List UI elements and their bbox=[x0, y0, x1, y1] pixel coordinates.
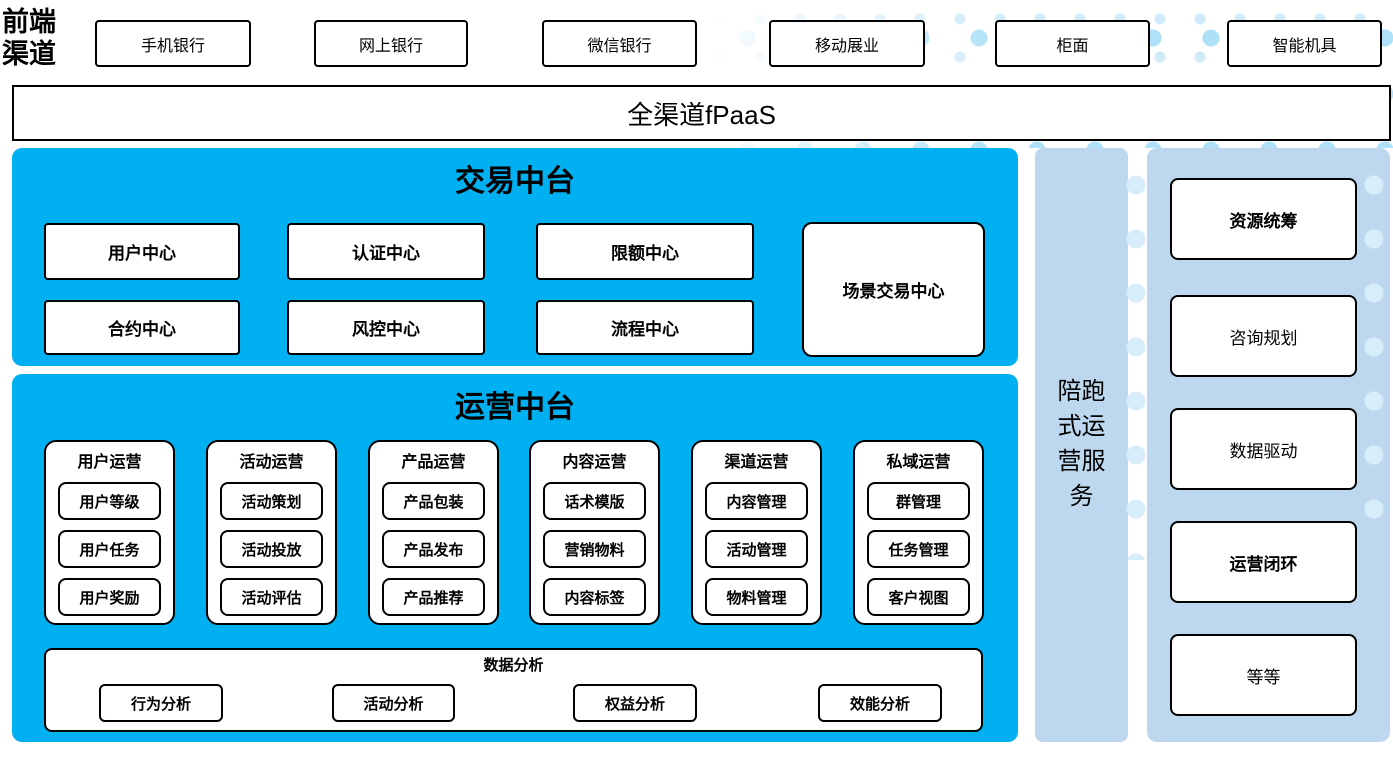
right-service-panel: 资源统筹 咨询规划 数据驱动 运营闭环 等等 bbox=[1147, 148, 1390, 742]
side-service-line: 陪跑 bbox=[1057, 378, 1106, 406]
analysis-item-benefit: 权益分析 bbox=[573, 684, 697, 722]
ops-group-activity: 活动运营 活动策划 活动投放 活动评估 bbox=[206, 440, 337, 625]
center-box-auth: 认证中心 bbox=[287, 223, 485, 280]
trading-platform-title: 交易中台 bbox=[455, 165, 575, 198]
ops-item: 内容标签 bbox=[543, 578, 646, 616]
ops-item: 内容管理 bbox=[705, 482, 808, 520]
side-service-line: 营服 bbox=[1057, 448, 1106, 475]
ops-item: 用户奖励 bbox=[58, 578, 161, 616]
ops-group-product: 产品运营 产品包装 产品发布 产品推荐 bbox=[368, 440, 499, 625]
operations-platform-title: 运营中台 bbox=[455, 391, 575, 424]
center-box-limit: 限额中心 bbox=[536, 223, 754, 280]
ops-group-private-domain: 私域运营 群管理 任务管理 客户视图 bbox=[853, 440, 984, 625]
right-panel-box-data-driven: 数据驱动 bbox=[1170, 408, 1357, 490]
ops-item: 活动管理 bbox=[705, 530, 808, 568]
channel-box-mobile-banking: 手机银行 bbox=[95, 20, 251, 67]
ops-group-content: 内容运营 话术模版 营销物料 内容标签 bbox=[529, 440, 660, 625]
center-box-contract: 合约中心 bbox=[44, 300, 240, 355]
ops-item: 任务管理 bbox=[867, 530, 970, 568]
fpaas-bar: 全渠道fPaaS bbox=[12, 85, 1391, 141]
ops-item: 活动策划 bbox=[220, 482, 323, 520]
ops-group-title: 渠道运营 bbox=[724, 454, 789, 471]
side-service-line: 式运 bbox=[1057, 413, 1106, 441]
right-panel-box-etc: 等等 bbox=[1170, 634, 1357, 716]
ops-item: 客户视图 bbox=[867, 578, 970, 616]
channel-box-smart-machines: 智能机具 bbox=[1227, 20, 1382, 67]
data-analysis-title: 数据分析 bbox=[483, 657, 544, 674]
side-service-label: 陪跑 式运 营服 务 bbox=[1058, 375, 1106, 514]
channel-box-wechat-banking: 微信银行 bbox=[542, 20, 697, 67]
center-box-risk: 风控中心 bbox=[287, 300, 485, 355]
channel-box-mobile-sales: 移动展业 bbox=[769, 20, 925, 67]
ops-item: 活动投放 bbox=[220, 530, 323, 568]
ops-group-title: 用户运营 bbox=[77, 454, 142, 471]
ops-item: 产品推荐 bbox=[382, 578, 485, 616]
center-box-scenario-trading: 场景交易中心 bbox=[802, 222, 985, 357]
right-panel-box-closed-loop: 运营闭环 bbox=[1170, 521, 1357, 603]
ops-group-user: 用户运营 用户等级 用户任务 用户奖励 bbox=[44, 440, 175, 625]
right-panel-box-consulting: 咨询规划 bbox=[1170, 295, 1357, 377]
right-panel-box-resource: 资源统筹 bbox=[1170, 178, 1357, 260]
front-channels-label-line1: 前端 bbox=[2, 7, 56, 37]
ops-item: 用户等级 bbox=[58, 482, 161, 520]
ops-item: 产品包装 bbox=[382, 482, 485, 520]
ops-item: 物料管理 bbox=[705, 578, 808, 616]
ops-item: 营销物料 bbox=[543, 530, 646, 568]
data-analysis-box: 数据分析 行为分析 活动分析 权益分析 效能分析 bbox=[44, 648, 983, 732]
ops-group-title: 活动运营 bbox=[239, 454, 304, 471]
trading-platform-block: 交易中台 用户中心 认证中心 限额中心 合约中心 风控中心 流程中心 场景交易中… bbox=[12, 148, 1018, 366]
channel-box-counter: 柜面 bbox=[995, 20, 1150, 67]
center-box-process: 流程中心 bbox=[536, 300, 754, 355]
side-service-line: 务 bbox=[1069, 482, 1094, 510]
ops-group-channel: 渠道运营 内容管理 活动管理 物料管理 bbox=[691, 440, 822, 625]
analysis-item-efficiency: 效能分析 bbox=[818, 684, 942, 722]
ops-item: 产品发布 bbox=[382, 530, 485, 568]
ops-group-title: 内容运营 bbox=[562, 454, 627, 471]
front-channels-label-line2: 渠道 bbox=[2, 39, 56, 70]
ops-item: 群管理 bbox=[867, 482, 970, 520]
channel-box-online-banking: 网上银行 bbox=[314, 20, 468, 67]
ops-group-title: 私域运营 bbox=[886, 454, 951, 471]
side-service-bar: 陪跑 式运 营服 务 bbox=[1035, 148, 1128, 742]
analysis-item-activity: 活动分析 bbox=[332, 684, 455, 722]
ops-item: 活动评估 bbox=[220, 578, 323, 616]
center-box-user: 用户中心 bbox=[44, 223, 240, 280]
ops-item: 用户任务 bbox=[58, 530, 161, 568]
ops-item: 话术模版 bbox=[543, 482, 646, 520]
operations-platform-block: 运营中台 用户运营 用户等级 用户任务 用户奖励 活动运营 活动策划 活动投放 … bbox=[12, 374, 1018, 742]
ops-group-title: 产品运营 bbox=[401, 454, 466, 471]
front-channels-label: 前端 渠道 bbox=[2, 6, 94, 71]
analysis-item-behavior: 行为分析 bbox=[99, 684, 223, 722]
